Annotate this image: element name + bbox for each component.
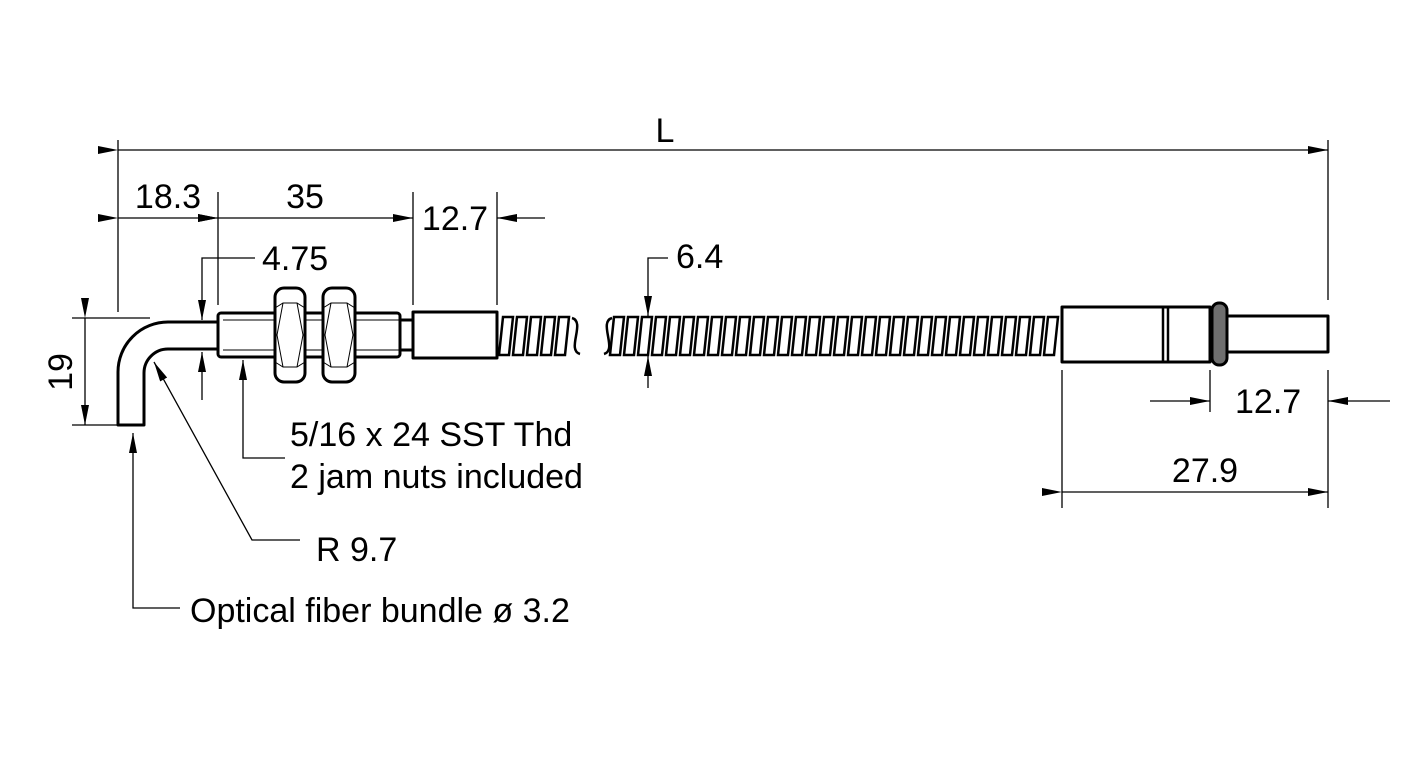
- sheath-coil: [650, 315, 668, 357]
- sheath-coil: [818, 315, 836, 357]
- ferrule: [411, 310, 499, 360]
- sheath-coil: [748, 315, 766, 357]
- dimension-label: 27.9: [1172, 452, 1238, 490]
- sheath-coil: [762, 315, 780, 357]
- callout-thread: 5/16 x 24 SST Thd 2 jam nuts included: [239, 360, 583, 496]
- sheath-coil: [608, 315, 626, 357]
- bend-radius-label: R 9.7: [316, 531, 397, 569]
- sheath-coil: [511, 315, 529, 357]
- dimension-connector: 12.7 27.9: [1042, 370, 1390, 508]
- sheath-coil: [944, 315, 962, 357]
- thread-spec-label: 5/16 x 24 SST Thd: [290, 416, 572, 454]
- dimension-label: 4.75: [262, 240, 328, 278]
- sheath-coil: [888, 315, 906, 357]
- sheath-coil: [860, 315, 878, 357]
- dimension-tube-diameter: 4.75: [198, 240, 328, 400]
- armored-sheath: [497, 315, 1060, 357]
- sheath-coil: [930, 315, 948, 357]
- sheath-coil: [916, 315, 934, 357]
- sheath-coil: [804, 315, 822, 357]
- sheath-coil: [734, 315, 752, 357]
- sheath-coil: [497, 315, 515, 357]
- dimension-label: 19: [42, 353, 80, 391]
- sheath-coil: [1042, 315, 1060, 357]
- dimension-top-chain: 18.3 35 12.7: [98, 178, 545, 305]
- sheath-coil: [972, 315, 990, 357]
- break-line: [603, 316, 613, 356]
- dimension-label: 18.3: [135, 178, 201, 216]
- callout-fiber-bundle: Optical fiber bundle ø 3.2: [129, 433, 570, 630]
- sheath-coil: [525, 315, 543, 357]
- sheath-coil: [986, 315, 1004, 357]
- dimension-sheath-diameter: 6.4: [644, 238, 723, 388]
- break-line: [571, 316, 581, 356]
- sheath-coil: [539, 315, 557, 357]
- o-ring: [1210, 301, 1229, 367]
- threaded-body: [216, 311, 415, 359]
- callout-bend-radius: R 9.7: [153, 361, 397, 569]
- sheath-coil: [636, 315, 654, 357]
- sheath-coil: [553, 315, 571, 357]
- dimension-label: 6.4: [676, 238, 723, 276]
- jam-nut: [273, 286, 307, 384]
- sheath-coil: [1028, 315, 1046, 357]
- sheath-coil: [720, 315, 738, 357]
- jam-nut: [321, 286, 357, 384]
- sheath-coil: [776, 315, 794, 357]
- sheath-coil: [958, 315, 976, 357]
- sheath-coil: [678, 315, 696, 357]
- sheath-coil: [832, 315, 850, 357]
- sheath-coil: [1000, 315, 1018, 357]
- sheath-coil: [874, 315, 892, 357]
- sheath-coil: [664, 315, 682, 357]
- sheath-coil: [692, 315, 710, 357]
- sheath-coil: [902, 315, 920, 357]
- dimension-label: 12.7: [422, 200, 488, 238]
- sheath-coil: [622, 315, 640, 357]
- connector: [1060, 301, 1330, 367]
- dimension-overall-length: L: [98, 112, 1329, 312]
- sheath-coil: [1014, 315, 1032, 357]
- dimension-bend-height: 19: [42, 298, 150, 426]
- fiber-bundle-label: Optical fiber bundle ø 3.2: [190, 592, 570, 630]
- dimension-label: 12.7: [1235, 383, 1301, 421]
- sheath-coil: [846, 315, 864, 357]
- dimension-label: 35: [286, 178, 324, 216]
- dimension-label: L: [656, 112, 675, 150]
- sheath-coil: [706, 315, 724, 357]
- jam-nut-note: 2 jam nuts included: [290, 458, 583, 496]
- bent-probe-tube: [116, 320, 220, 427]
- sheath-coil: [790, 315, 808, 357]
